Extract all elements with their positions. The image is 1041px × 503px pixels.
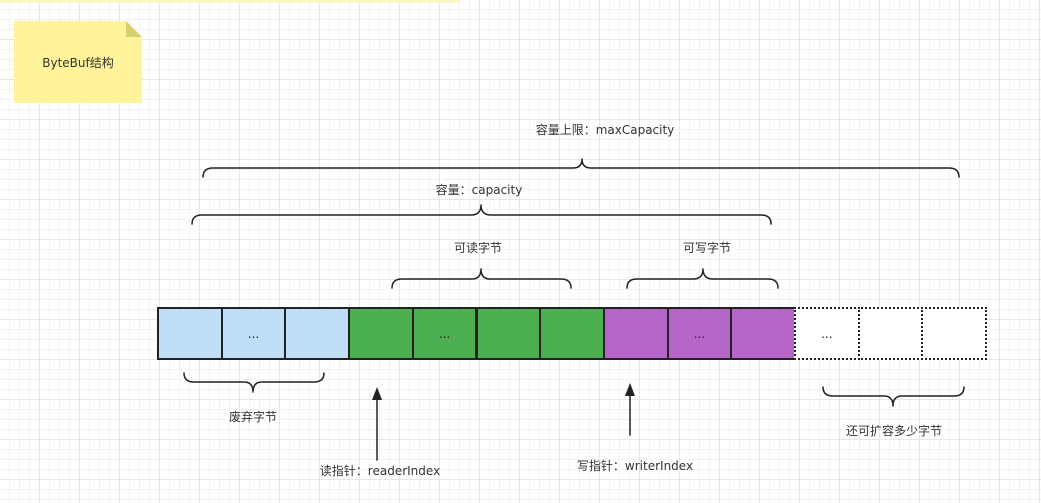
expandable-brace [822, 386, 965, 407]
expandable-byte-cell [857, 307, 924, 360]
writable-byte-cell [602, 307, 669, 360]
expandable-byte-cell: ... [794, 307, 860, 360]
readable-brace [391, 268, 572, 289]
writable-bytes-label: 可写字节 [682, 241, 732, 255]
capacity-label: 容量：capacity [435, 183, 523, 197]
expandable-byte-cell [921, 307, 988, 360]
reader-index-arrowhead [372, 387, 382, 400]
discarded-byte-cell [157, 307, 223, 360]
discarded-byte-cell [284, 307, 351, 360]
max-capacity-brace [202, 158, 960, 178]
writer-index-arrowhead [625, 383, 635, 396]
capacity-brace [191, 204, 772, 225]
expandable-bytes-label: 还可扩容多少字节 [845, 424, 943, 438]
discarded-brace [183, 372, 325, 393]
readable-byte-cell [539, 307, 605, 360]
discarded-byte-cell: ... [220, 307, 287, 360]
top-strip [0, 0, 460, 3]
max-capacity-label: 容量上限：maxCapacity [535, 123, 675, 137]
readable-byte-cell [348, 307, 414, 360]
sticky-note-label: ByteBuf结构 [42, 55, 114, 70]
readable-byte-cell: ... [411, 307, 478, 360]
writable-byte-cell [730, 307, 796, 360]
writable-byte-cell: ... [666, 307, 733, 360]
sticky-note [14, 21, 142, 103]
readable-bytes-label: 可读字节 [453, 241, 503, 255]
writer-index-label: 写指针：writerIndex [576, 459, 694, 473]
discarded-bytes-label: 废弃字节 [228, 410, 278, 424]
reader-index-label: 读指针：readerIndex [319, 464, 441, 478]
readable-byte-cell [475, 307, 542, 360]
writable-brace [626, 268, 779, 289]
